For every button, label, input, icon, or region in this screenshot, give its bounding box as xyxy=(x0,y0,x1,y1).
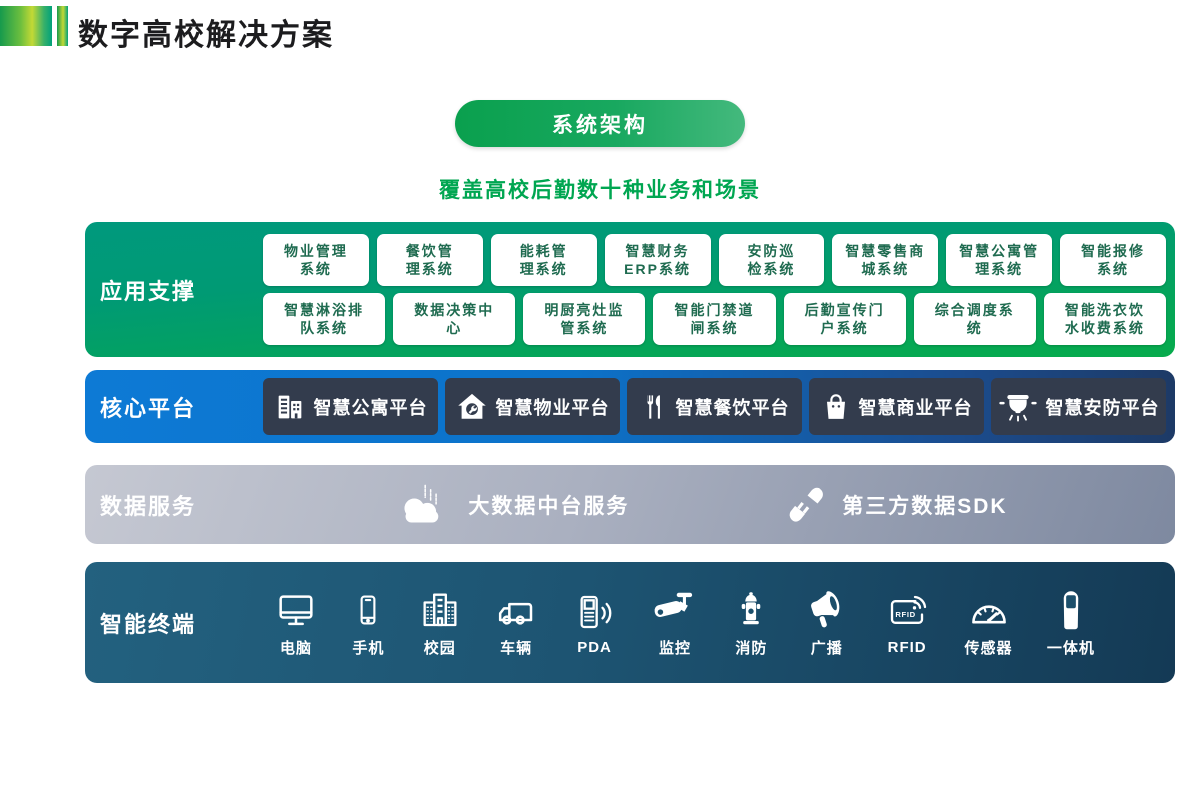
terminal-phone: 手机 xyxy=(351,588,385,658)
system-box: 安防巡 检系统 xyxy=(718,234,825,286)
plug-icon xyxy=(784,485,828,525)
band-core-platform-label: 核心平台 xyxy=(100,395,197,421)
utensils-icon xyxy=(640,393,668,421)
phone-icon xyxy=(351,588,385,630)
terminal-sensor: 传感器 xyxy=(965,588,1013,658)
system-box: 智慧淋浴排 队系统 xyxy=(263,293,386,345)
terminal-label: 监控 xyxy=(658,639,691,657)
cctv-icon xyxy=(651,588,699,630)
section-pill: 系统架构 xyxy=(455,100,745,147)
gauge-icon xyxy=(966,588,1012,630)
core-platform-cards: 智慧公寓平台 智慧物业平台 xyxy=(263,370,1166,443)
band-app-support: 应用支撑 物业管理 系统 餐饮管 理系统 能耗管 理系统 智慧财务 ERP系统 … xyxy=(85,222,1175,357)
system-box: 智慧财务 ERP系统 xyxy=(604,234,711,286)
terminal-broadcast: 广播 xyxy=(804,588,850,658)
terminal-label: 传感器 xyxy=(964,639,1013,657)
terminal-label: 一体机 xyxy=(1046,639,1095,657)
brand-mark-stripe xyxy=(57,6,68,46)
system-box: 综合调度系 统 xyxy=(913,293,1036,345)
terminal-fire: 消防 xyxy=(733,588,769,658)
house-wrench-icon xyxy=(456,391,488,423)
pda-icon xyxy=(573,590,617,632)
terminal-computer: 电脑 xyxy=(275,588,317,658)
terminal-label: 校园 xyxy=(423,639,456,657)
platform-card-property: 智慧物业平台 xyxy=(445,378,620,435)
platform-card-apartment: 智慧公寓平台 xyxy=(263,378,438,435)
system-box: 智能洗衣饮 水收费系统 xyxy=(1043,293,1166,345)
cloud-data-icon xyxy=(392,481,454,529)
platform-card-commerce: 智慧商业平台 xyxy=(809,378,984,435)
data-service-sdk: 第三方数据SDK xyxy=(784,485,1007,525)
rfid-icon: RFID xyxy=(884,590,930,632)
system-box: 后勤宣传门 户系统 xyxy=(783,293,906,345)
data-service-bigdata: 大数据中台服务 xyxy=(392,481,629,529)
system-box: 智能门禁道 闸系统 xyxy=(653,293,776,345)
data-service-label: 第三方数据SDK xyxy=(842,494,1008,518)
terminal-label: 电脑 xyxy=(279,639,312,657)
system-box: 智慧零售商 城系统 xyxy=(832,234,939,286)
app-support-row-2: 智慧淋浴排 队系统 数据决策中 心 明厨亮灶监 管系统 智能门禁道 闸系统 后勤… xyxy=(263,293,1166,345)
brand-mark-block xyxy=(0,6,52,46)
band-terminals: 智能终端 电脑 xyxy=(85,562,1175,683)
page-title: 数字高校解决方案 xyxy=(78,19,334,52)
terminal-kiosk: 一体机 xyxy=(1047,588,1095,658)
monitor-icon xyxy=(275,588,317,630)
system-box: 物业管理 系统 xyxy=(263,234,369,286)
app-support-rows: 物业管理 系统 餐饮管 理系统 能耗管 理系统 智慧财务 ERP系统 安防巡 检… xyxy=(263,222,1166,357)
megaphone-icon xyxy=(804,588,850,630)
hydrant-icon xyxy=(733,588,769,630)
terminal-label: 车辆 xyxy=(500,639,533,657)
platform-label: 智慧餐饮平台 xyxy=(675,397,790,418)
system-box: 餐饮管 理系统 xyxy=(376,234,483,286)
terminal-label: RFID xyxy=(887,638,927,656)
band-data-service-label: 数据服务 xyxy=(100,493,197,519)
kiosk-icon xyxy=(1056,588,1086,630)
app-support-row-1: 物业管理 系统 餐饮管 理系统 能耗管 理系统 智慧财务 ERP系统 安防巡 检… xyxy=(263,234,1166,286)
band-data-service: 数据服务 xyxy=(85,465,1175,544)
terminal-label: PDA xyxy=(577,638,612,656)
apartment-icon xyxy=(274,391,306,423)
terminal-label: 消防 xyxy=(735,639,768,657)
data-service-items: 大数据中台服务 第三方数据SDK xyxy=(315,465,1085,544)
campus-icon xyxy=(420,588,460,630)
band-terminals-label: 智能终端 xyxy=(100,611,197,637)
platform-card-security: 智慧安防平台 xyxy=(991,378,1166,435)
svg-text:RFID: RFID xyxy=(895,610,916,619)
system-box: 智慧公寓管 理系统 xyxy=(946,234,1053,286)
terminal-vehicle: 车辆 xyxy=(494,588,538,658)
terminal-items: 电脑 手机 xyxy=(275,562,1095,683)
terminal-rfid: RFID RFID xyxy=(884,590,930,656)
truck-icon xyxy=(494,588,538,630)
platform-card-dining: 智慧餐饮平台 xyxy=(627,378,802,435)
system-box: 智能报修 系统 xyxy=(1060,234,1166,286)
band-core-platform: 核心平台 xyxy=(85,370,1175,443)
shopping-bag-icon xyxy=(821,392,851,422)
platform-label: 智慧物业平台 xyxy=(495,397,610,418)
terminal-cctv: 监控 xyxy=(651,588,699,658)
dome-camera-icon xyxy=(998,391,1038,423)
platform-label: 智慧安防平台 xyxy=(1045,397,1160,418)
platform-label: 智慧公寓平台 xyxy=(313,397,428,418)
system-box: 数据决策中 心 xyxy=(393,293,516,345)
platform-label: 智慧商业平台 xyxy=(858,397,973,418)
hero-subtitle: 覆盖高校后勤数十种业务和场景 xyxy=(439,179,761,202)
terminal-label: 广播 xyxy=(810,639,843,657)
terminal-label: 手机 xyxy=(352,639,385,657)
terminal-campus: 校园 xyxy=(420,588,460,658)
system-box: 明厨亮灶监 管系统 xyxy=(523,293,646,345)
band-app-support-label: 应用支撑 xyxy=(100,278,197,304)
terminal-pda: PDA xyxy=(573,590,617,656)
data-service-label: 大数据中台服务 xyxy=(468,494,630,518)
system-box: 能耗管 理系统 xyxy=(490,234,597,286)
